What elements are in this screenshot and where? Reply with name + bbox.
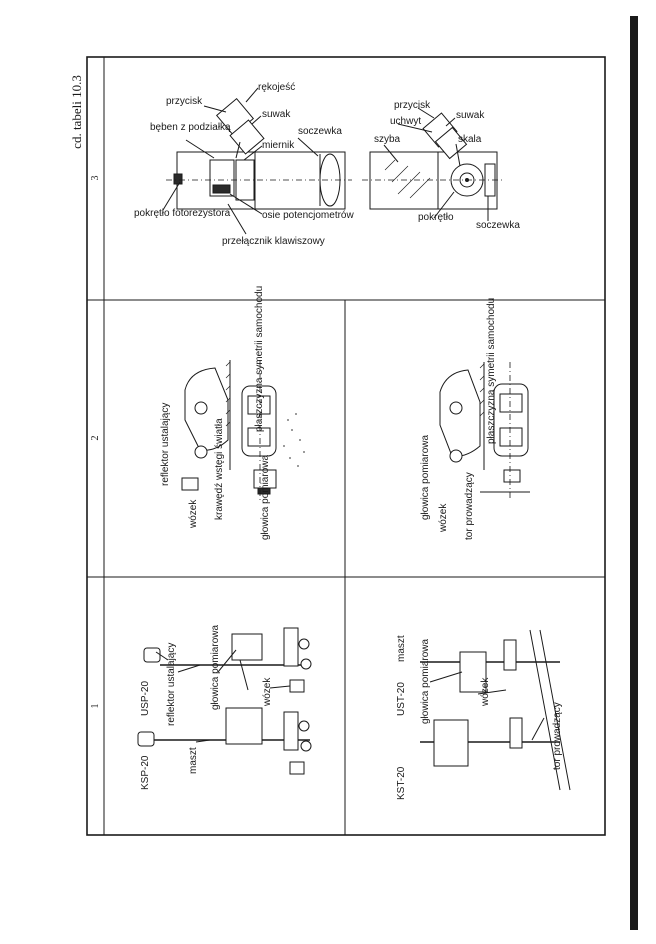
diagram-car-track: głowica pomiarowa wózek tor prowadzący p… (420, 298, 530, 540)
label-ust-20: UST-20 (396, 682, 407, 716)
label-osie-potencjometrow: osie potencjometrów (262, 210, 354, 221)
table-frame: 3 2 1 (86, 56, 606, 836)
diagram-car-reflector: reflektor ustalający wózek krawędź wstęg… (160, 286, 305, 540)
label-miernik: miernik (262, 140, 295, 151)
label-reflektor-ustalajacy: reflektor ustalający (160, 403, 171, 486)
column-number-1: 1 (90, 704, 101, 709)
label-reflektor-ustalajacy-1: reflektor ustalający (166, 643, 177, 726)
label-wozek-3: wózek (480, 677, 491, 707)
label-glowica-pomiarowa-3: głowica pomiarowa (420, 639, 431, 724)
label-kst-20: KST-20 (396, 766, 407, 800)
label-beben: bęben z podziałką (150, 122, 231, 133)
label-szyba: szyba (374, 134, 401, 145)
label-suwak-right: suwak (456, 110, 485, 121)
column-number-3: 3 (90, 176, 101, 181)
label-soczewka-right: soczewka (476, 220, 520, 231)
label-uchwyt: uchwyt (390, 116, 421, 127)
label-plaszczyzna-2: płaszczyzna symetrii samochodu (486, 298, 497, 444)
diagram-ksp-usp: USP-20 KSP-20 reflektor ustalający maszt… (137, 625, 312, 790)
label-rekojesc: rękojeść (258, 82, 295, 93)
label-usp-20: USP-20 (140, 681, 151, 716)
label-ksp-20: KSP-20 (140, 755, 151, 790)
label-glowica-pomiarowa-1: głowica pomiarowa (210, 625, 221, 710)
label-wozek-1: wózek (262, 677, 273, 707)
label-glowica: głowica pomiarowa (260, 455, 271, 540)
label-pokretlo-fotorezystora: pokrętło fotorezystora (134, 208, 231, 219)
label-suwak: suwak (262, 109, 291, 120)
diagram-device-sections: przycisk rękojeść suwak bęben z podziałk… (134, 82, 520, 247)
label-maszt-2: maszt (396, 635, 407, 662)
label-wozek: wózek (188, 499, 199, 529)
label-skala: skala (458, 134, 482, 145)
label-przycisk-right: przycisk (394, 100, 431, 111)
label-soczewka-left: soczewka (298, 126, 342, 137)
label-tor-prowadzacy-2: tor prowadzący (552, 702, 563, 770)
label-przelacznik: przełącznik klawiszowy (222, 236, 325, 247)
table-caption: cd. tabeli 10.3 (69, 75, 84, 149)
label-maszt: maszt (188, 747, 199, 774)
label-pokretlo: pokrętło (418, 212, 454, 223)
diagram-ust-kst: maszt UST-20 KST-20 głowica pomiarowa wó… (396, 629, 571, 800)
label-plaszczyzna: płaszczyzna symetrii samochodu (254, 286, 265, 432)
label-tor-prowadzacy: tor prowadzący (464, 472, 475, 540)
column-number-2: 2 (90, 436, 101, 441)
page-edge-bar (630, 16, 638, 930)
label-glowica-pomiarowa: głowica pomiarowa (420, 435, 431, 520)
label-krawedz: krawędź wstęgi światła (214, 418, 225, 520)
label-wozek-2: wózek (438, 503, 449, 533)
label-przycisk: przycisk (166, 96, 203, 107)
